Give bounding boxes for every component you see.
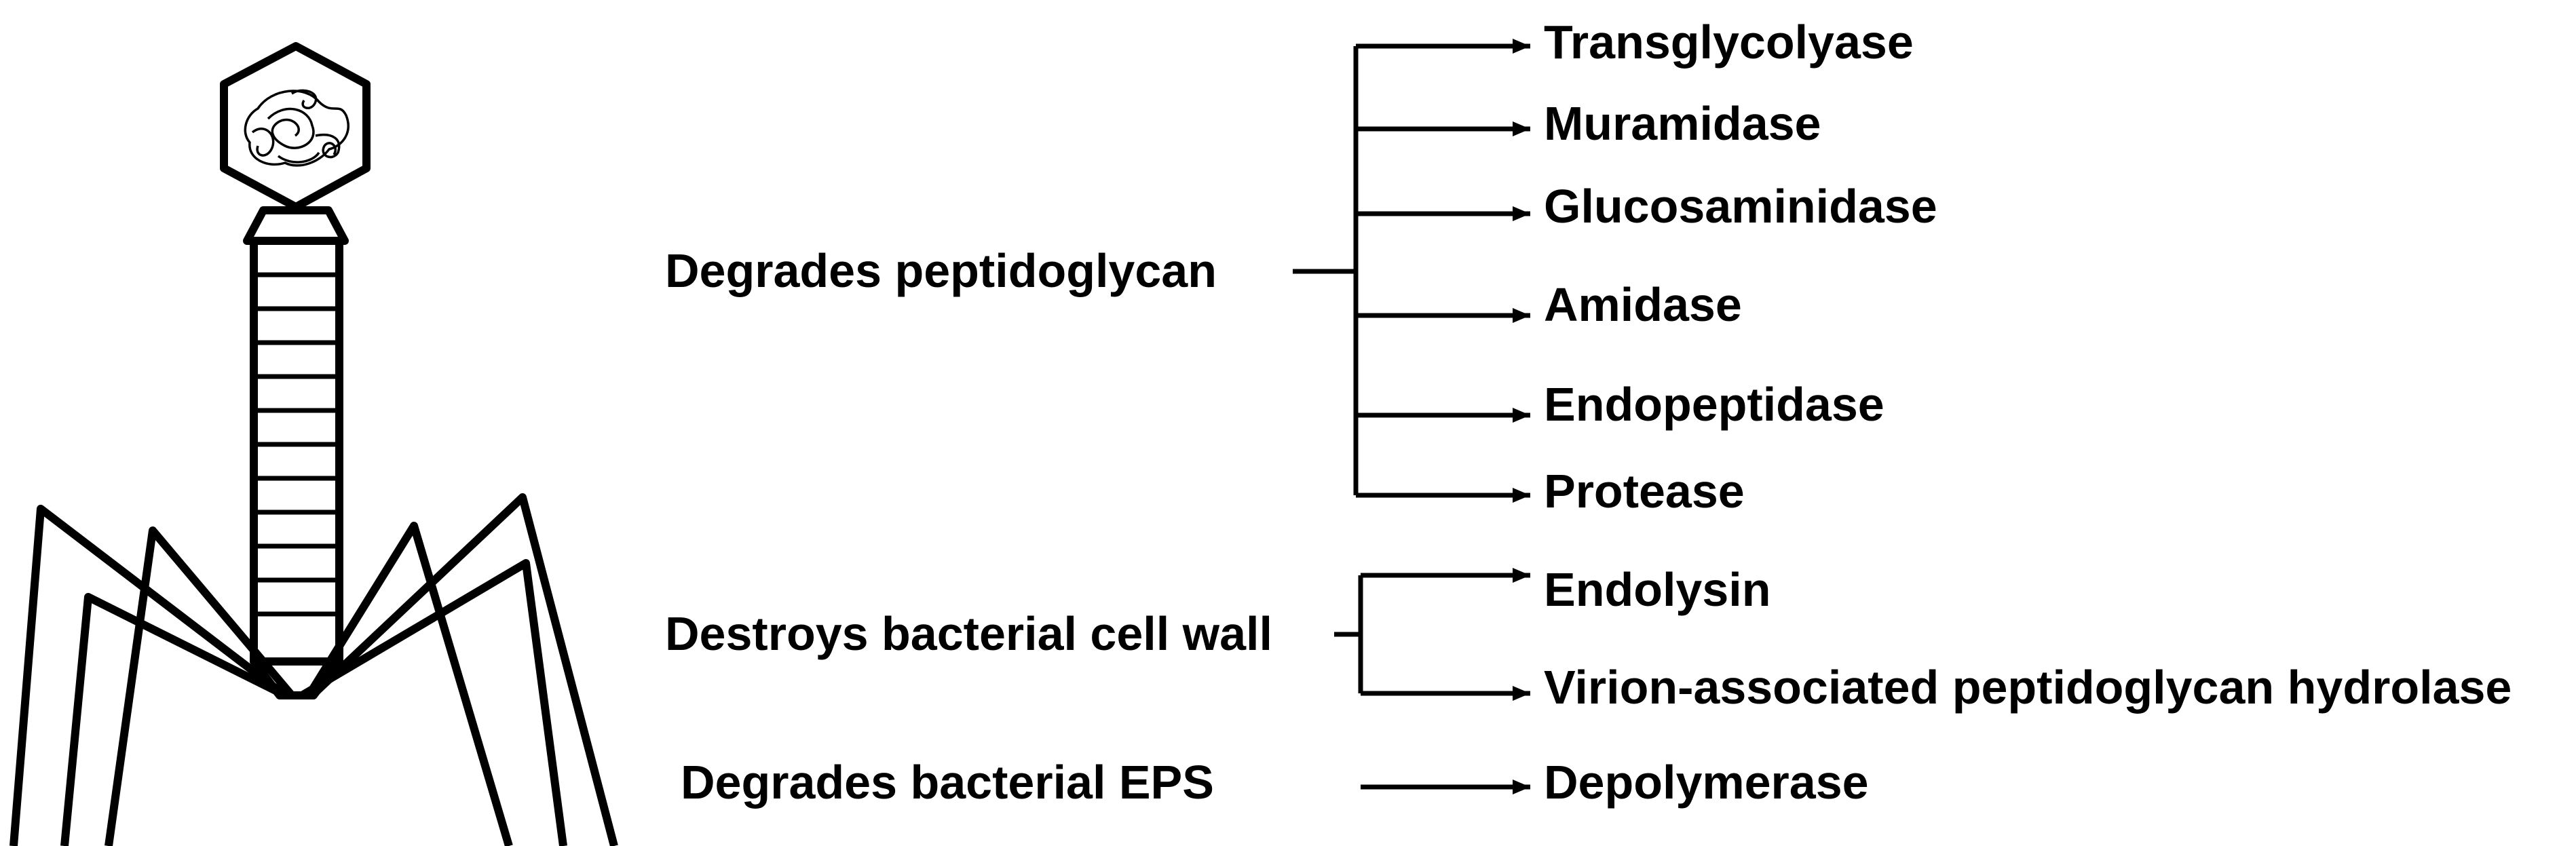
enzyme-amidase: Amidase: [1544, 278, 1742, 331]
enzyme-depolymerase: Depolymerase: [1544, 756, 1869, 809]
enzyme-endolysin: Endolysin: [1544, 563, 1770, 616]
enzyme-protease: Protease: [1544, 465, 1745, 518]
function-label-eps: Degrades bacterial EPS: [681, 756, 1214, 809]
function-label-peptidoglycan: Degrades peptidoglycan: [665, 244, 1217, 297]
peptidoglycan-bracket: [1293, 39, 1530, 503]
phage-tail-fibers: [10, 493, 618, 846]
enzyme-muramidase: Muramidase: [1544, 97, 1821, 150]
phage-collar: [243, 206, 349, 245]
cell-wall-bracket: [1334, 568, 1530, 701]
enzyme-endopeptidase: Endopeptidase: [1544, 378, 1884, 431]
enzyme-glucosaminidase: Glucosaminidase: [1544, 180, 1937, 233]
phage-tail-sheath: [250, 237, 343, 666]
function-label-cell-wall: Destroys bacterial cell wall: [665, 607, 1272, 660]
phage-genome: [244, 89, 349, 167]
enzyme-virion-associated-hydrolase: Virion-associated peptidoglycan hydrolas…: [1544, 661, 2512, 714]
bacteriophage-icon: [10, 42, 618, 846]
enzyme-transglycolyase: Transglycolyase: [1544, 16, 1914, 69]
phage-tail-rings: [254, 272, 339, 617]
